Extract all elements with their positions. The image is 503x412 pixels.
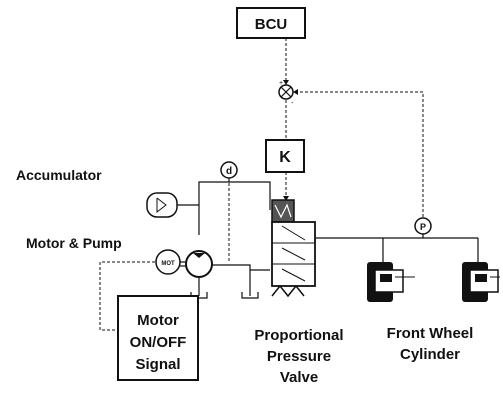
valve-label: Proportional Pressure Valve <box>254 327 343 386</box>
motor-signal-line-2: ON/OFF <box>130 334 187 351</box>
proportional-valve-symbol <box>271 199 316 298</box>
accumulator-symbol <box>146 192 178 218</box>
accumulator-label: Accumulator <box>16 167 102 183</box>
motor-signal-block: Motor ON/OFF Signal <box>117 295 199 381</box>
wheel-cylinder-1 <box>367 262 415 302</box>
motor-signal-line-3: Signal <box>135 356 180 373</box>
bcu-label: BCU <box>255 16 288 33</box>
motor-pump-label: Motor & Pump <box>26 235 122 251</box>
motor-label: MOT <box>161 261 175 267</box>
valve-label-line-1: Proportional <box>254 327 343 344</box>
cylinder-label-line-2: Cylinder <box>400 346 460 363</box>
svg-text:+: + <box>279 80 283 87</box>
motor-pump-symbol: MOT <box>155 249 213 299</box>
gain-label: K <box>279 149 291 166</box>
pressure-sensor-left-label: d <box>226 166 232 177</box>
summing-junction: + - <box>278 80 294 107</box>
pressure-sensor-right-label: P <box>420 222 426 232</box>
motor-signal-line-1: Motor <box>137 312 179 329</box>
control-signal-lines <box>99 38 424 331</box>
arrowheads <box>283 80 298 201</box>
hydraulic-lines <box>177 178 479 282</box>
wheel-cylinder-2 <box>462 262 500 302</box>
tank-symbol <box>241 282 259 299</box>
svg-text:-: - <box>291 100 294 107</box>
valve-label-line-2: Pressure <box>267 348 331 365</box>
cylinder-label: Front Wheel Cylinder <box>387 325 474 363</box>
cylinder-label-line-1: Front Wheel <box>387 325 474 342</box>
bcu-block: BCU <box>236 7 306 39</box>
pressure-sensor-right: P <box>414 217 432 235</box>
gain-block: K <box>265 139 305 173</box>
pressure-sensor-left: d <box>220 161 238 179</box>
valve-label-line-3: Valve <box>280 369 318 386</box>
